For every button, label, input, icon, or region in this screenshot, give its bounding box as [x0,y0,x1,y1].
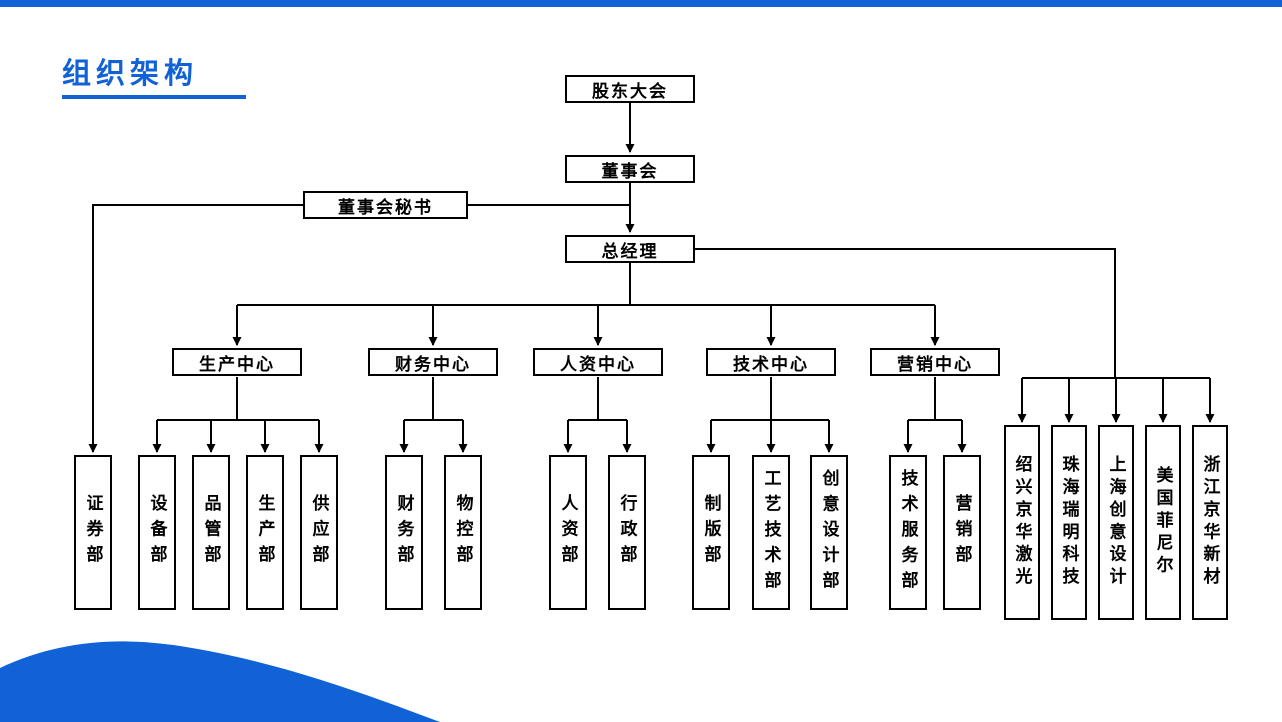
node-material-control-dept: 物控部 [444,455,482,610]
node-supply-dept: 供应部 [300,455,338,610]
bottom-wave-decoration [0,641,440,722]
node-subsidiary-us-fenier: 美国菲尼尔 [1145,425,1181,620]
node-tech-service-dept: 技术服务部 [889,455,927,610]
node-production-center: 生产中心 [172,348,302,376]
node-board-secretary: 董事会秘书 [303,191,468,219]
node-production-dept: 生产部 [246,455,284,610]
node-hr-dept: 人资部 [549,455,587,610]
node-marketing-dept: 营销部 [943,455,981,610]
page-title: 组织架构 [62,58,199,90]
node-creative-design-dept: 创意设计部 [810,455,848,610]
node-process-tech-dept: 工艺技术部 [752,455,790,610]
node-subsidiary-zhejiang-jinghua-materials: 浙江京华新材 [1192,425,1228,620]
node-platemaking-dept: 制版部 [692,455,730,610]
node-general-manager: 总经理 [565,235,695,263]
node-finance-center: 财务中心 [368,348,498,376]
node-quality-dept: 品管部 [192,455,230,610]
node-securities-dept: 证券部 [74,455,112,610]
node-subsidiary-shanghai-creative-design: 上海创意设计 [1098,425,1134,620]
node-tech-center: 技术中心 [706,348,836,376]
node-shareholders-meeting: 股东大会 [565,75,695,103]
node-board-of-directors: 董事会 [565,155,695,183]
node-admin-dept: 行政部 [608,455,646,610]
title-underline [62,95,246,99]
node-hr-center: 人资中心 [533,348,663,376]
top-accent-bar [0,0,1282,7]
node-subsidiary-zhuhai-ruiming-tech: 珠海瑞明科技 [1051,425,1087,620]
node-marketing-center: 营销中心 [870,348,1000,376]
node-subsidiary-shaoxing-jinghua-laser: 绍兴京华激光 [1004,425,1040,620]
node-finance-dept: 财务部 [385,455,423,610]
node-equipment-dept: 设备部 [138,455,176,610]
